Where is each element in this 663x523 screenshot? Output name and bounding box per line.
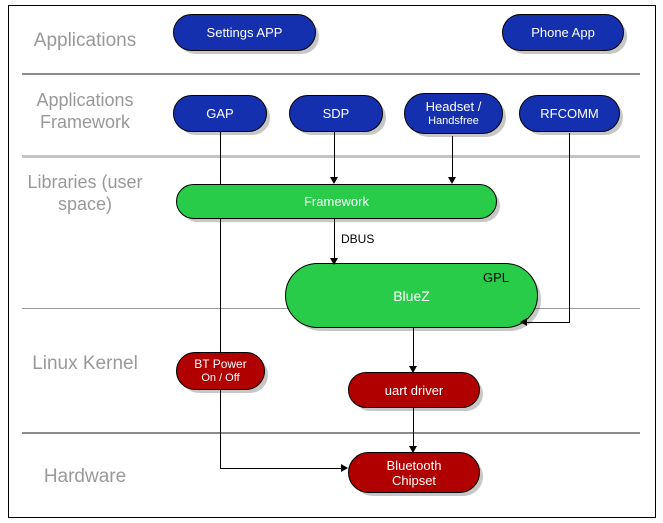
node-settings-app-label: Settings APP xyxy=(206,25,283,40)
layer-label-libraries-line2: (user space) xyxy=(57,172,143,214)
node-uart-driver[interactable]: uart driver xyxy=(348,372,480,408)
connector-rfcomm-vertical xyxy=(569,133,570,323)
arrow-framework-to-bluez xyxy=(330,258,338,265)
layer-label-linux-kernel: Linux Kernel xyxy=(0,353,170,375)
arrow-headset-to-framework xyxy=(448,177,456,184)
node-rfcomm-label: RFCOMM xyxy=(540,106,599,121)
arrow-rfcomm-to-bluez xyxy=(520,318,527,326)
connector-uart-to-chipset xyxy=(413,407,414,449)
layer-label-applications-framework-line2: Framework xyxy=(39,112,130,132)
node-headset-handsfree-label-line1: Headset / xyxy=(425,98,482,114)
layer-label-applications: Applications xyxy=(0,30,170,52)
node-phone-app[interactable]: Phone App xyxy=(502,14,624,51)
node-framework[interactable]: Framework xyxy=(176,184,497,219)
node-bluetooth-chipset-label-line2: Chipset xyxy=(391,472,437,488)
node-sdp[interactable]: SDP xyxy=(289,95,383,132)
arrow-gap-to-bluetooth-chipset xyxy=(341,464,348,472)
node-rfcomm[interactable]: RFCOMM xyxy=(519,95,620,132)
arrow-sdp-to-framework xyxy=(330,177,338,184)
separator-applications-framework xyxy=(22,155,640,158)
layer-label-applications-framework-line1: Applications xyxy=(36,90,134,110)
connector-headset-to-framework xyxy=(452,136,453,178)
node-bluetooth-chipset[interactable]: Bluetooth Chipset xyxy=(348,452,480,493)
separator-linux-kernel xyxy=(22,432,640,434)
layer-label-applications-text: Applications xyxy=(33,30,137,51)
connector-rfcomm-to-bluez-horizontal xyxy=(527,322,570,323)
connector-bluez-to-uart xyxy=(413,328,414,368)
layer-label-hardware: Hardware xyxy=(0,466,170,488)
node-bluez-license-tag: GPL xyxy=(483,270,510,285)
layer-label-linux-kernel-text: Linux Kernel xyxy=(32,353,138,374)
node-uart-driver-label: uart driver xyxy=(384,382,444,398)
node-gap-label: GAP xyxy=(206,106,234,121)
connector-gap-vertical xyxy=(220,131,221,468)
layer-label-hardware-text: Hardware xyxy=(43,466,127,487)
node-headset-handsfree-label-line2: Handsfree xyxy=(428,114,479,127)
arrow-bluez-to-uart-driver xyxy=(409,366,417,373)
node-bt-power-label-line2: On / Off xyxy=(201,372,240,384)
node-bluetooth-chipset-label-line1: Bluetooth xyxy=(386,457,442,473)
node-phone-app-label: Phone App xyxy=(531,25,595,40)
diagram-border xyxy=(8,5,656,518)
node-framework-label: Framework xyxy=(303,194,369,209)
node-settings-app[interactable]: Settings APP xyxy=(173,14,316,51)
connector-framework-to-bluez xyxy=(334,218,335,260)
layer-label-libraries: Libraries (user space) xyxy=(0,171,170,215)
separator-applications xyxy=(22,73,640,75)
node-sdp-label: SDP xyxy=(322,106,350,121)
arrow-uart-driver-to-bluetooth-chipset xyxy=(409,446,417,453)
node-bt-power[interactable]: BT Power On / Off xyxy=(176,352,265,390)
node-bluez[interactable]: BlueZ xyxy=(285,263,538,328)
node-bluez-label: BlueZ xyxy=(393,287,430,304)
layer-label-libraries-line1: Libraries xyxy=(27,172,97,192)
node-gap[interactable]: GAP xyxy=(173,95,267,132)
connector-sdp-to-framework xyxy=(334,131,335,178)
node-bt-power-label-line1: BT Power xyxy=(194,357,247,371)
layer-label-applications-framework: Applications Framework xyxy=(0,89,170,133)
edge-label-dbus: DBUS xyxy=(341,232,375,246)
node-headset-handsfree[interactable]: Headset / Handsfree xyxy=(404,93,503,134)
connector-gap-to-chipset-horizontal xyxy=(220,468,342,469)
